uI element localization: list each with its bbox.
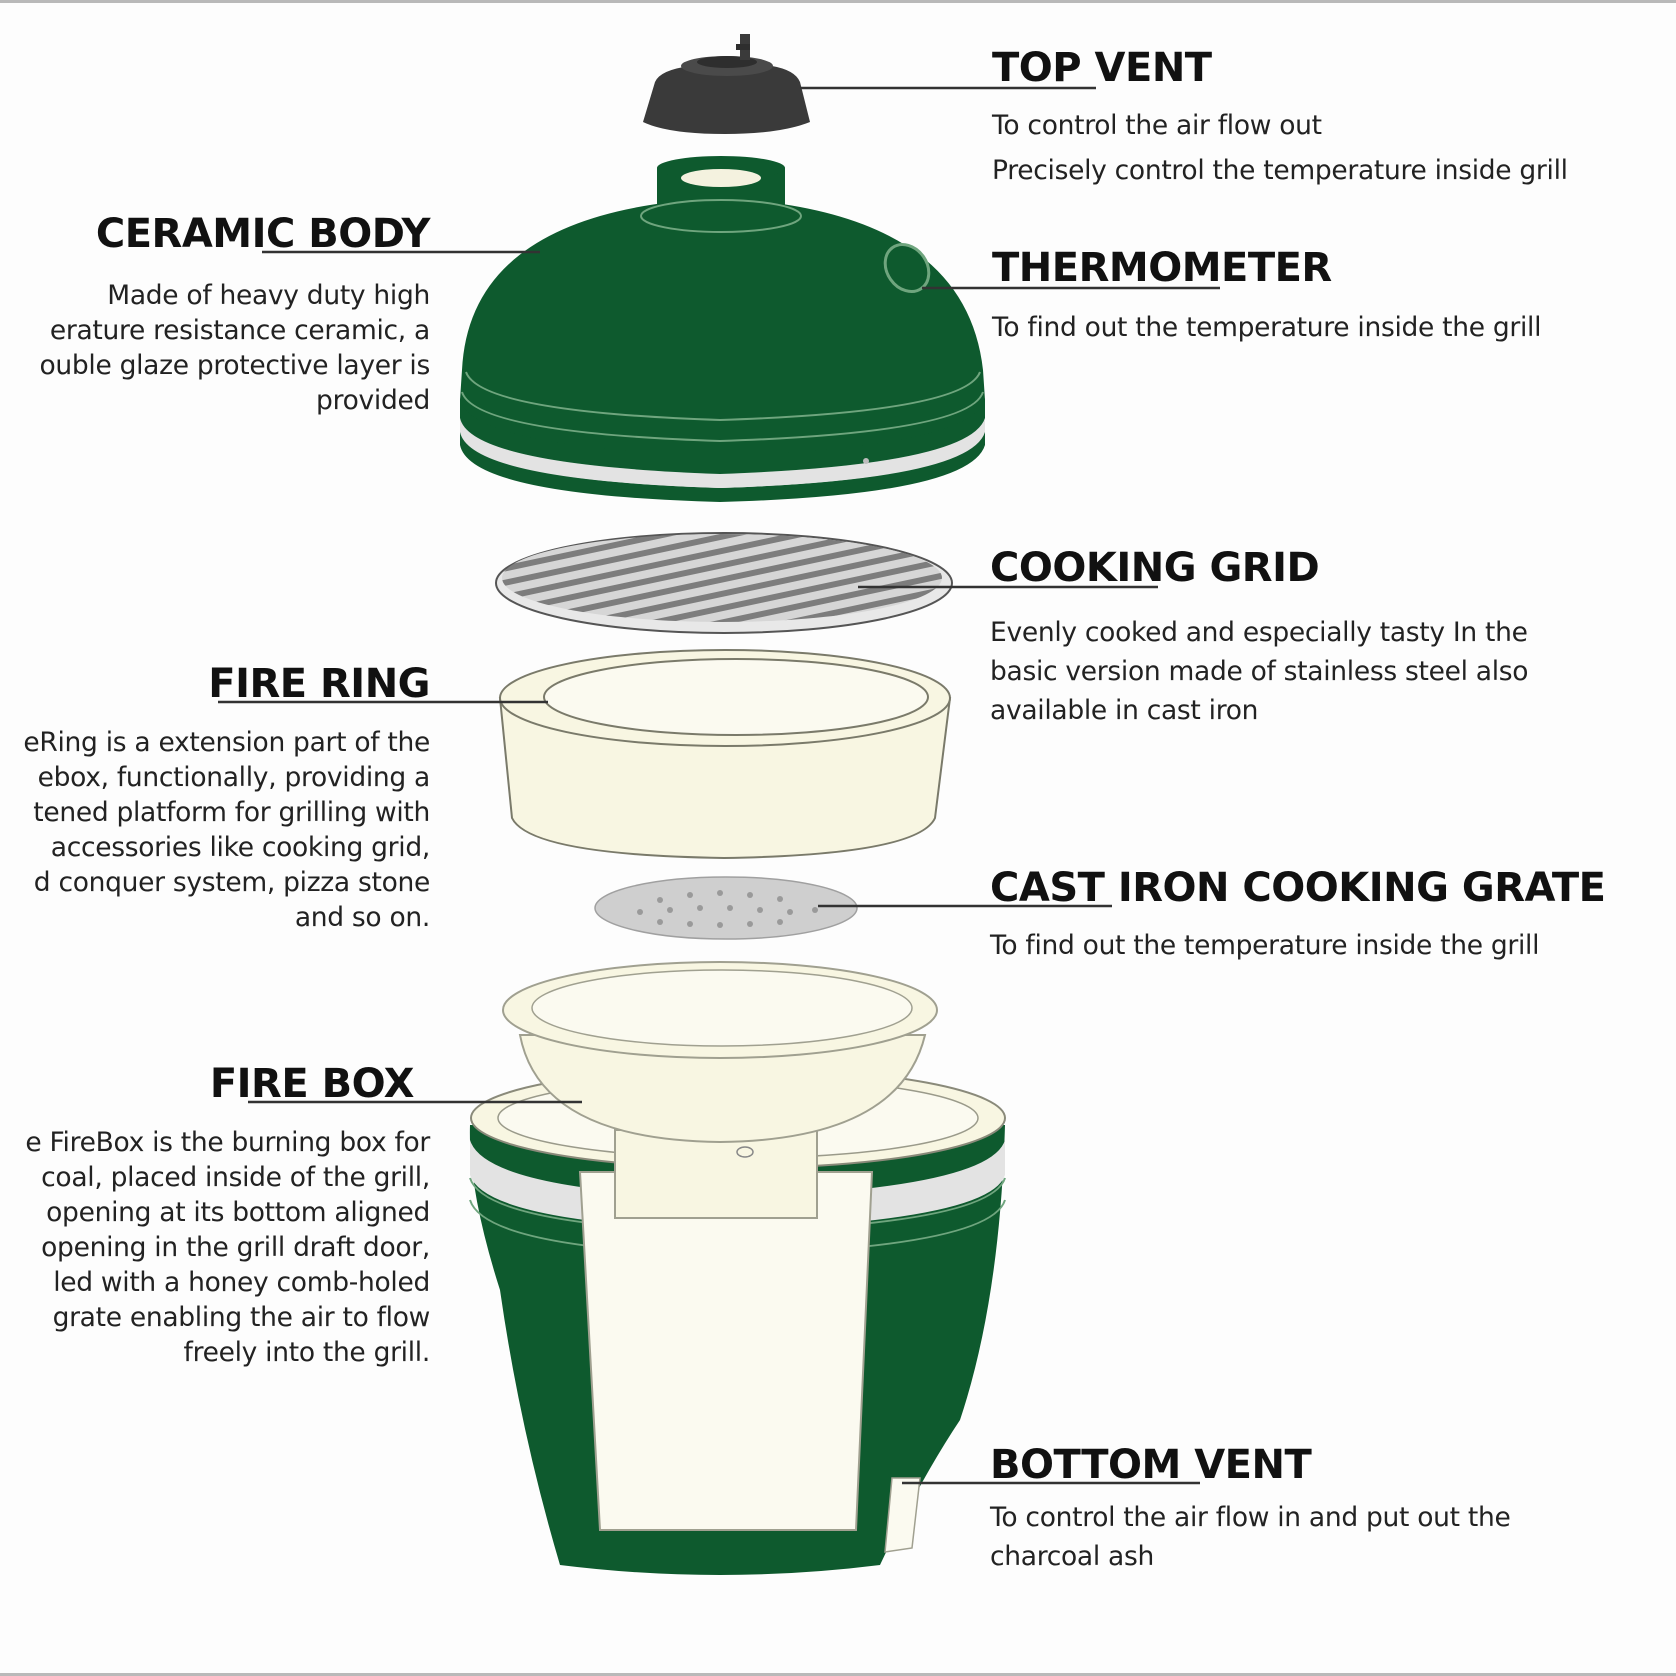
desc-line: d conquer system, pizza stone: [33, 867, 431, 898]
desc-line: basic version made of stainless steel al…: [990, 656, 1529, 687]
label-ceramic-body-title: CERAMIC BODY: [95, 211, 431, 257]
desc-line: eRing is a extension part of the: [23, 727, 430, 758]
desc-line: opening in the grill draft door,: [41, 1232, 430, 1263]
fire-ring-part: [498, 649, 952, 860]
desc-line: e FireBox is the burning box for: [25, 1127, 430, 1158]
leader-lines: [218, 86, 1220, 1485]
desc-line: ebox, functionally, providing a: [37, 762, 431, 793]
desc-line: ouble glaze protective layer is: [39, 350, 430, 381]
fire-box-part: [502, 961, 938, 1219]
desc-line: Evenly cooked and especially tasty In th…: [990, 617, 1528, 648]
desc-line: erature resistance ceramic, a: [49, 315, 430, 346]
cooking-grid-part: [495, 532, 953, 634]
label-bottom-vent-title: BOTTOM VENT: [990, 1442, 1312, 1488]
desc-line: led with a honey comb-holed: [53, 1267, 430, 1298]
label-fire-box-desc: e FireBox is the burning box for coal, p…: [25, 1125, 430, 1370]
label-fire-ring-desc: eRing is a extension part of the ebox, f…: [23, 725, 430, 935]
desc-line: freely into the grill.: [183, 1337, 431, 1368]
label-cast-iron-grate-title: CAST IRON COOKING GRATE: [990, 865, 1606, 911]
label-fire-box-title: FIRE BOX: [209, 1061, 415, 1107]
label-bottom-vent-desc: To control the air flow in and put out t…: [990, 1500, 1511, 1574]
desc-line: and so on.: [294, 902, 430, 933]
label-thermometer-title: THERMOMETER: [992, 245, 1332, 291]
desc-line: opening at its bottom aligned: [46, 1197, 430, 1228]
label-cast-iron-grate-desc: To find out the temperature inside the g…: [990, 928, 1539, 963]
label-thermometer-desc: To find out the temperature inside the g…: [992, 310, 1541, 345]
label-top-vent-title: TOP VENT: [992, 45, 1212, 91]
frame-border-bottom: [0, 1673, 1676, 1676]
desc-line: tened platform for grilling with: [33, 797, 430, 828]
desc-line: provided: [316, 385, 430, 416]
desc-line: grate enabling the air to flow: [52, 1302, 431, 1333]
label-cooking-grid-desc: Evenly cooked and especially tasty In th…: [990, 615, 1528, 728]
desc-line: To control the air flow in and put out t…: [990, 1502, 1511, 1533]
ceramic-dome-part: [460, 156, 985, 502]
frame-border-top: [0, 0, 1676, 3]
desc-line: coal, placed inside of the grill,: [41, 1162, 430, 1193]
desc-line: charcoal ash: [990, 1541, 1154, 1572]
desc-line: To find out the temperature inside the g…: [990, 930, 1540, 961]
desc-line: available in cast iron: [990, 695, 1259, 726]
label-ceramic-body-desc: Made of heavy duty high erature resistan…: [39, 278, 430, 418]
label-top-vent-desc: To control the air flow out Precisely co…: [992, 108, 1568, 188]
top-vent-part: [643, 34, 810, 134]
cast-iron-grate-part: [594, 876, 858, 940]
label-fire-ring-title: FIRE RING: [208, 661, 430, 707]
desc-line: Precisely control the temperature inside…: [992, 155, 1568, 186]
desc-line: To find out the temperature inside the g…: [992, 312, 1542, 343]
desc-line: To control the air flow out: [992, 110, 1322, 141]
desc-line: accessories like cooking grid,: [50, 832, 431, 863]
desc-line: Made of heavy duty high: [107, 280, 430, 311]
label-cooking-grid-title: COOKING GRID: [990, 545, 1320, 591]
